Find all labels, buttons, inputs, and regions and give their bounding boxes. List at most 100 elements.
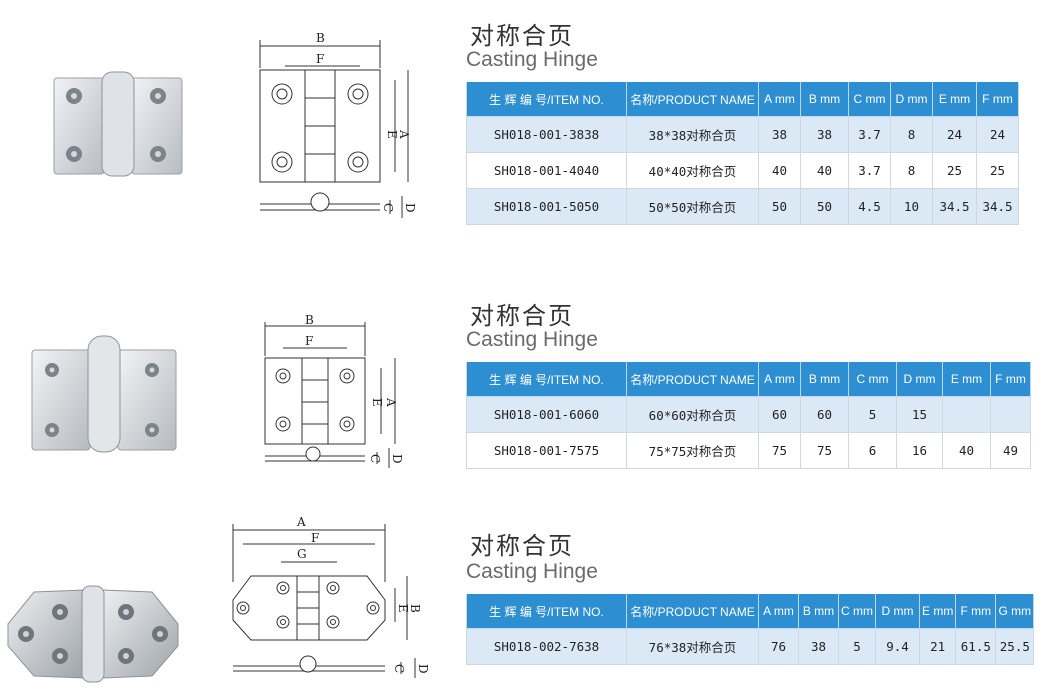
col-header: F mm bbox=[955, 594, 997, 629]
cell: 60 bbox=[800, 396, 849, 433]
col-header: 名称/PRODUCT NAME bbox=[626, 82, 759, 117]
col-header: A mm bbox=[758, 594, 799, 629]
col-header: 生 辉 编 号/ITEM NO. bbox=[466, 362, 627, 397]
spec-table-1: 生 辉 编 号/ITEM NO. 名称/PRODUCT NAME A mm B … bbox=[466, 82, 1019, 225]
cell: 3.7 bbox=[848, 116, 891, 153]
hinge-drawing-2: B F E A C D bbox=[264, 313, 404, 468]
cell: 8 bbox=[890, 116, 933, 153]
spec-table-3: 生 辉 编 号/ITEM NO. 名称/PRODUCT NAME A mm B … bbox=[466, 594, 1035, 665]
spec-table-2: 生 辉 编 号/ITEM NO. 名称/PRODUCT NAME A mm B … bbox=[466, 362, 1031, 469]
cell: SH018-002-7638 bbox=[466, 628, 627, 665]
col-header: E mm bbox=[942, 362, 991, 397]
cell: 40 bbox=[758, 152, 801, 189]
section-title-cn: 对称合页 bbox=[470, 22, 574, 50]
cell: 50 bbox=[800, 188, 849, 225]
col-header: 生 辉 编 号/ITEM NO. bbox=[466, 82, 627, 117]
col-header: G mm bbox=[995, 594, 1035, 629]
cell: 38 bbox=[798, 628, 839, 665]
hinge-photo-2 bbox=[31, 335, 177, 453]
dim-label-e: E bbox=[385, 130, 399, 139]
section-title-en: Casting Hinge bbox=[466, 48, 598, 71]
cell: 38 bbox=[758, 116, 801, 153]
col-header: A mm bbox=[758, 82, 801, 117]
col-header: C mm bbox=[848, 82, 891, 117]
cell: 24 bbox=[932, 116, 977, 153]
hinge-photo-3 bbox=[7, 585, 179, 683]
cell: 4.5 bbox=[848, 188, 891, 225]
cell: 50*50对称合页 bbox=[626, 188, 759, 225]
table-header-row: 生 辉 编 号/ITEM NO. 名称/PRODUCT NAME A mm B … bbox=[466, 594, 1035, 629]
col-header: A mm bbox=[758, 362, 801, 397]
cell: 5 bbox=[838, 628, 876, 665]
dim-label-c: C bbox=[368, 454, 382, 463]
cell: 9.4 bbox=[875, 628, 920, 665]
dim-label-b: B bbox=[408, 604, 422, 613]
product-section-3: A F G E B C D 对称合页 Casting Hinge 生 辉 编 号… bbox=[0, 510, 1059, 691]
dim-label-d: D bbox=[390, 454, 404, 464]
cell: SH018-001-5050 bbox=[466, 188, 627, 225]
dim-label-a: A bbox=[384, 397, 398, 407]
cell: 8 bbox=[890, 152, 933, 189]
table-header-row: 生 辉 编 号/ITEM NO. 名称/PRODUCT NAME A mm B … bbox=[466, 362, 1031, 397]
section-title-cn: 对称合页 bbox=[470, 302, 574, 330]
col-header: 名称/PRODUCT NAME bbox=[626, 594, 759, 629]
dim-label-e: E bbox=[396, 604, 410, 613]
col-header: C mm bbox=[838, 594, 876, 629]
col-header: E mm bbox=[919, 594, 957, 629]
table-header-row: 生 辉 编 号/ITEM NO. 名称/PRODUCT NAME A mm B … bbox=[466, 82, 1019, 117]
cell: 16 bbox=[896, 432, 943, 469]
col-header: B mm bbox=[800, 82, 849, 117]
dim-label-e: E bbox=[370, 398, 384, 407]
cell: 34.5 bbox=[932, 188, 977, 225]
hinge-drawing-3: A F G E B C D bbox=[232, 515, 430, 678]
dim-label-d: D bbox=[403, 203, 417, 213]
cell: SH018-001-4040 bbox=[466, 152, 627, 189]
dim-label-f: F bbox=[316, 52, 324, 66]
cell: 25 bbox=[976, 152, 1019, 189]
col-header: F mm bbox=[990, 362, 1031, 397]
cell: 38 bbox=[800, 116, 849, 153]
cell: 38*38对称合页 bbox=[626, 116, 759, 153]
cell: 25 bbox=[932, 152, 977, 189]
col-header: E mm bbox=[932, 82, 977, 117]
dim-label-b: B bbox=[305, 313, 314, 327]
cell: 75*75对称合页 bbox=[626, 432, 759, 469]
product-section-2: B F E A C D 对称合页 Casting Hinge 生 辉 编 号/I… bbox=[0, 290, 1059, 480]
cell: 61.5 bbox=[955, 628, 997, 665]
cell: 25.5 bbox=[995, 628, 1035, 665]
dim-label-a: A bbox=[397, 129, 411, 139]
col-header: D mm bbox=[875, 594, 920, 629]
dim-label-c: C bbox=[392, 664, 406, 673]
cell: 10 bbox=[890, 188, 933, 225]
product-section-1: B F E A C D 对称合页 Casting Hinge 生 辉 编 号/I… bbox=[0, 0, 1059, 240]
cell: 21 bbox=[919, 628, 957, 665]
cell bbox=[990, 396, 1031, 433]
dim-label-f: F bbox=[311, 531, 319, 545]
cell: 40*40对称合页 bbox=[626, 152, 759, 189]
cell bbox=[942, 396, 991, 433]
cell: 76 bbox=[758, 628, 799, 665]
section-title-en: Casting Hinge bbox=[466, 328, 598, 351]
dim-label-d: D bbox=[416, 664, 430, 674]
cell: 40 bbox=[942, 432, 991, 469]
col-header: 生 辉 编 号/ITEM NO. bbox=[466, 594, 627, 629]
cell: 76*38对称合页 bbox=[626, 628, 759, 665]
dim-label-a: A bbox=[296, 515, 306, 529]
cell: 75 bbox=[800, 432, 849, 469]
hinge-drawing-1: B F E A C D bbox=[259, 31, 417, 218]
cell: 6 bbox=[848, 432, 897, 469]
cell: 75 bbox=[758, 432, 801, 469]
col-header: B mm bbox=[798, 594, 839, 629]
section-title-cn: 对称合页 bbox=[470, 532, 574, 560]
cell: 40 bbox=[800, 152, 849, 189]
section-title-en: Casting Hinge bbox=[466, 560, 598, 583]
cell: 3.7 bbox=[848, 152, 891, 189]
cell: 34.5 bbox=[976, 188, 1019, 225]
col-header: 名称/PRODUCT NAME bbox=[626, 362, 759, 397]
cell: 5 bbox=[848, 396, 897, 433]
col-header: B mm bbox=[800, 362, 849, 397]
